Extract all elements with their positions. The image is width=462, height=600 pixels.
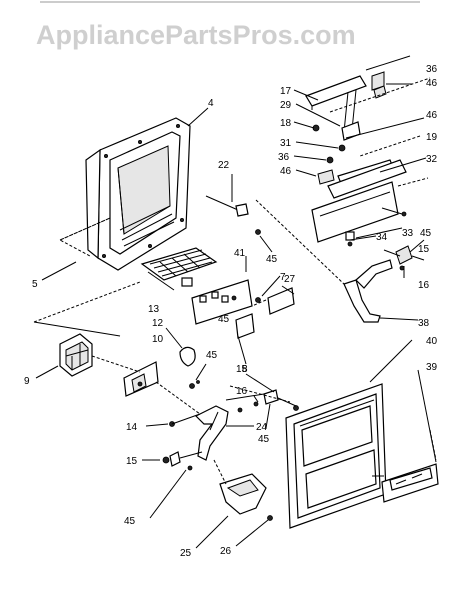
callout-7: 7 (280, 272, 286, 283)
dispenser-face (59, 333, 93, 377)
callout-46c: 46 (280, 166, 292, 177)
callout-16b: 16 (418, 280, 430, 291)
callout-40: 40 (426, 336, 438, 347)
callout-36b: 36 (426, 64, 438, 75)
actuator-pad (162, 385, 299, 471)
callout-45c: 45 (218, 314, 230, 325)
callout-38: 38 (418, 318, 430, 329)
callout-12: 12 (152, 318, 164, 329)
callout-26: 26 (220, 546, 232, 557)
callout-17: 17 (280, 86, 292, 97)
callout-31: 31 (280, 138, 292, 149)
door-liner-panel (285, 383, 387, 529)
callout-46b: 46 (426, 110, 438, 121)
actuator-rod (205, 195, 261, 235)
callout-9: 9 (24, 376, 30, 387)
callout-16a: 16 (236, 386, 248, 397)
callout-15a: 15 (236, 364, 248, 375)
callout-15b: 15 (418, 244, 430, 255)
watermark-text: AppliancePartsPros.com (36, 20, 356, 50)
dispenser-housing (85, 117, 191, 271)
leader-lines (35, 83, 437, 549)
callout-19: 19 (426, 132, 438, 143)
callout-10: 10 (152, 334, 164, 345)
callout-25: 25 (180, 548, 192, 559)
callout-14: 14 (126, 422, 138, 433)
callout-15c: 15 (126, 456, 138, 467)
callout-5: 5 (32, 279, 38, 290)
callout-27: 27 (284, 274, 296, 285)
callout-4: 4 (208, 98, 214, 109)
callout-29: 29 (280, 100, 292, 111)
callout-8: 8 (242, 364, 248, 375)
callout-24: 24 (256, 422, 268, 433)
callout-45b: 45 (420, 228, 432, 239)
callout-22: 22 (218, 160, 230, 171)
callout-13: 13 (148, 304, 160, 315)
callout-45d: 45 (206, 350, 218, 361)
callout-36a: 36 (278, 152, 290, 163)
actuator-bracket (91, 346, 201, 415)
drip-tray (213, 459, 273, 521)
callout-labels: 4 5 7 8 9 10 12 13 14 15 15 15 16 16 17 … (24, 64, 438, 559)
drip-tray-grille (140, 247, 218, 281)
callout-45f: 45 (124, 516, 136, 527)
callout-41: 41 (234, 248, 246, 259)
callout-32: 32 (426, 154, 438, 165)
lever-arm (255, 199, 419, 323)
callout-45a: 45 (266, 254, 278, 265)
housing-assembly-lines (33, 217, 141, 337)
top-bracket-assembly (305, 55, 431, 247)
trim-strip (372, 429, 439, 503)
callout-39: 39 (426, 362, 438, 373)
callout-46a: 46 (426, 78, 438, 89)
callout-33: 33 (402, 228, 414, 239)
callout-18: 18 (280, 118, 292, 129)
callout-34: 34 (376, 232, 388, 243)
callout-45e: 45 (258, 434, 270, 445)
switch-panel (181, 277, 295, 339)
